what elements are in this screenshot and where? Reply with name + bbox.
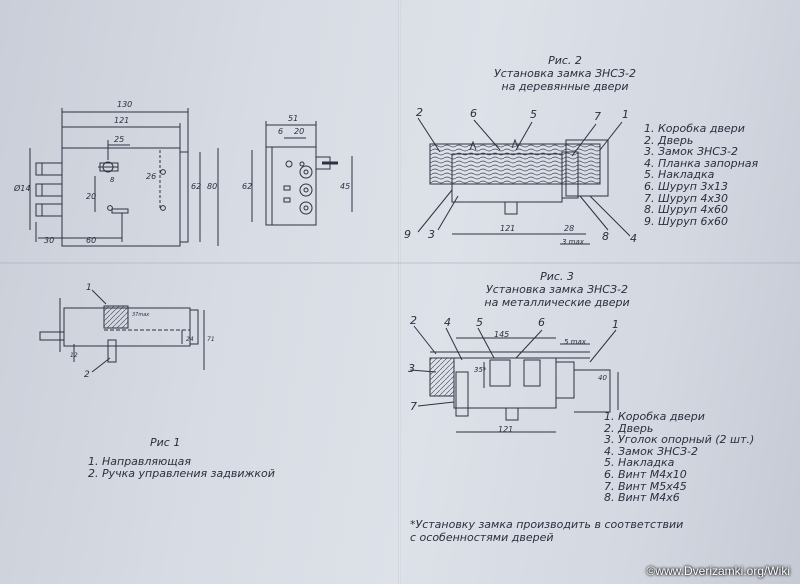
fig2-legend-item: 9. Шуруп 6х60 — [644, 214, 728, 228]
fig2-label-5: 5 — [530, 108, 537, 121]
fig1-legend: 1. Направляющая 2. Ручка управления задв… — [88, 456, 275, 479]
fig1-dim-12: 12 — [70, 352, 78, 359]
fig2-label-1: 1 — [622, 108, 629, 121]
fig1-dim-45: 45 — [340, 182, 351, 191]
fig2-legend-item: 7. Шуруп 4х30 — [644, 191, 728, 205]
watermark: ©www.Dverizamki.org/Wiki — [646, 564, 790, 578]
fig2-label-8: 8 — [602, 230, 609, 243]
fig1-legend-item: 2. Ручка управления задвижкой — [88, 466, 275, 480]
fig1-dim-37max: 37max — [132, 312, 150, 318]
fig3-metal-door-drawing — [409, 325, 619, 433]
fig3-legend-item: 1. Коробка двери — [604, 410, 705, 423]
fig1-dim-25: 25 — [114, 135, 125, 144]
fig3-label-7: 7 — [410, 400, 417, 413]
fig2-legend-item: 6. Шуруп 3х13 — [644, 179, 728, 193]
fig3-legend-item: 7. Винт М5х45 — [604, 479, 687, 493]
fig3-legend-item: 4. Замок ЗНСЗ-2 — [604, 444, 698, 458]
fig1-dim-121: 121 — [114, 116, 130, 125]
fig2-dim-28: 28 — [564, 224, 575, 233]
fig2-legend-item: 8. Шуруп 4х60 — [644, 203, 728, 217]
fig2-label-2: 2 — [416, 106, 423, 119]
fig3-dim-35: 35* — [474, 366, 487, 374]
fig2-wood-door-drawing — [417, 117, 631, 245]
fig2-label-4: 4 — [630, 232, 637, 245]
fig3-label-5: 5 — [476, 316, 483, 329]
fig1-dim-71: 71 — [207, 336, 215, 343]
note-line1: *Установку замка производить в соответст… — [410, 518, 684, 531]
fig1-legend-item: 1. Направляющая — [88, 455, 192, 468]
fig2-header: Рис. 2 Установка замка ЗНСЗ-2 на деревян… — [470, 54, 660, 93]
fig2-label-3: 3 — [428, 228, 435, 241]
fig3-label-2: 2 — [410, 314, 417, 327]
fig3-caption: Рис. 3 — [540, 270, 574, 283]
fig3-dim-121: 121 — [498, 425, 514, 434]
fig3-header: Рис. 3 Установка замка ЗНСЗ-2 на металли… — [462, 270, 652, 309]
fig1-dim-30: 30 — [44, 236, 55, 245]
page-crease — [0, 262, 800, 264]
fig1-dim-51: 51 — [288, 114, 299, 123]
fig1-dim-20b: 20 — [294, 127, 305, 136]
fig2-caption: Рис. 2 — [548, 54, 582, 67]
fig3-dim-5max: 5 max — [564, 338, 586, 346]
fig3-label-3: 3 — [408, 362, 415, 375]
installation-note: *Установку замка производить в соответст… — [410, 518, 683, 544]
fig2-legend-item: 4. Планка запорная — [644, 156, 759, 170]
fig2-legend-item: 3. Замок ЗНСЗ-2 — [644, 145, 738, 159]
fig1-dim-60: 60 — [86, 236, 97, 245]
fig2-legend-item: 5. Накладка — [644, 168, 715, 182]
fig1-dim-14: Ø14 — [14, 184, 31, 193]
fig1-label-2: 2 — [84, 370, 90, 380]
fig1-dim-8: 8 — [110, 176, 115, 184]
fig3-legend-item: 8. Винт М4х6 — [604, 491, 680, 505]
fig3-dim-145: 145 — [494, 330, 510, 339]
fig2-label-9: 9 — [404, 228, 411, 241]
fig1-dim-26: 26 — [146, 172, 157, 181]
fig1-dim-24: 24 — [186, 336, 194, 343]
fig2-legend: 1. Коробка двери 2. Дверь 3. Замок ЗНСЗ-… — [644, 123, 758, 227]
note-line2: с особенностями дверей — [410, 531, 554, 544]
fig2-label-7: 7 — [594, 110, 601, 123]
fig1-bottom-view — [39, 289, 205, 373]
fig3-legend-item: 6. Винт М4х10 — [604, 467, 687, 481]
fig1-dim-62: 62 — [191, 182, 202, 191]
fig1-side-view — [251, 121, 353, 226]
fig3-legend-item: 5. Накладка — [604, 456, 675, 470]
fig1-label-1: 1 — [86, 283, 92, 293]
fig3-label-6: 6 — [538, 316, 545, 329]
fig3-legend-item: 3. Уголок опорный (2 шт.) — [604, 433, 755, 447]
fig2-title-line2: на деревянные двери — [501, 80, 629, 93]
fig1-dim-62b: 62 — [242, 182, 253, 191]
fig1-caption: Рис 1 — [150, 436, 181, 449]
fig1-dim-6: 6 — [278, 127, 284, 136]
fig2-dim-3max: 3 max — [562, 238, 584, 246]
fig3-legend: 1. Коробка двери 2. Дверь 3. Уголок опор… — [604, 411, 754, 504]
fig3-legend-item: 2. Дверь — [604, 421, 654, 435]
fig2-legend-item: 1. Коробка двери — [644, 122, 745, 135]
page-fold — [398, 0, 401, 584]
fig2-label-6: 6 — [470, 107, 477, 120]
fig1-dim-20: 20 — [86, 192, 97, 201]
fig2-title-line1: Установка замка ЗНСЗ-2 — [494, 67, 636, 80]
fig2-dim-121: 121 — [500, 224, 516, 233]
fig3-label-1: 1 — [612, 318, 619, 331]
fig1-front-view — [29, 108, 219, 247]
fig1-dim-80: 80 — [207, 182, 218, 191]
fig3-label-4: 4 — [444, 316, 451, 329]
fig3-dim-40: 40 — [598, 374, 607, 382]
fig3-title-line1: Установка замка ЗНСЗ-2 — [486, 283, 628, 296]
fig3-title-line2: на металлические двери — [484, 296, 630, 309]
fig2-legend-item: 2. Дверь — [644, 133, 694, 147]
fig1-dim-130: 130 — [117, 100, 133, 109]
